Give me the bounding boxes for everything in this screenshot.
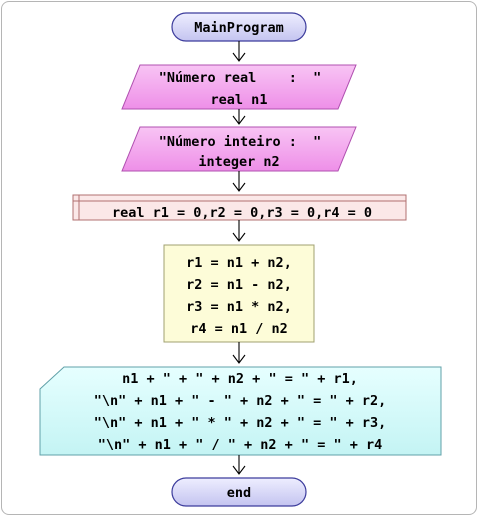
declaration-shape xyxy=(72,194,407,221)
process-block: r1 = n1 + n2, r2 = n1 - n2, r3 = n1 * n2… xyxy=(163,244,315,343)
declaration-label: real r1 = 0,r2 = 0,r3 = 0,r4 = 0 xyxy=(112,205,372,221)
end-terminal: end xyxy=(171,477,307,507)
flow-arrow xyxy=(232,455,246,475)
input-n1-shape xyxy=(121,64,357,110)
output-line-1: n1 + " + " + n2 + " = " + r1, xyxy=(122,371,358,387)
process-line-r2: r2 = n1 - n2, xyxy=(186,277,292,293)
input-n1-prompt: "Número real : " xyxy=(159,70,322,86)
input-n1-variable: real n1 xyxy=(211,92,268,108)
input-n1: "Número real : " real n1 xyxy=(121,64,357,110)
flow-arrow xyxy=(232,41,246,62)
output-line-2: "\n" + n1 + " - " + n2 + " = " + r2, xyxy=(94,393,387,409)
end-label: end xyxy=(227,485,251,501)
process-shape xyxy=(163,244,315,343)
process-line-r3: r3 = n1 * n2, xyxy=(186,299,292,315)
end-terminal-shape xyxy=(171,477,307,507)
input-n2-shape xyxy=(121,126,357,172)
output-block: n1 + " + " + n2 + " = " + r1, "\n" + n1 … xyxy=(39,366,442,456)
process-line-r4: r4 = n1 / n2 xyxy=(190,321,288,337)
start-terminal: MainProgram xyxy=(171,12,307,42)
output-line-3: "\n" + n1 + " * " + n2 + " = " + r3, xyxy=(94,415,387,431)
output-line-4: "\n" + n1 + " / " + n2 + " = " + r4 xyxy=(98,437,382,453)
flow-arrow xyxy=(232,109,246,125)
input-n2: "Número inteiro : " integer n2 xyxy=(121,126,357,172)
start-label: MainProgram xyxy=(194,20,283,36)
input-n2-variable: integer n2 xyxy=(198,154,279,170)
flow-arrow xyxy=(232,220,246,242)
output-shape xyxy=(39,366,442,456)
input-n2-prompt: "Número inteiro : " xyxy=(159,134,322,150)
flow-arrow xyxy=(232,171,246,192)
process-line-r1: r1 = n1 + n2, xyxy=(186,255,292,271)
flow-arrow xyxy=(232,342,246,364)
declaration-block: real r1 = 0,r2 = 0,r3 = 0,r4 = 0 xyxy=(72,194,407,221)
